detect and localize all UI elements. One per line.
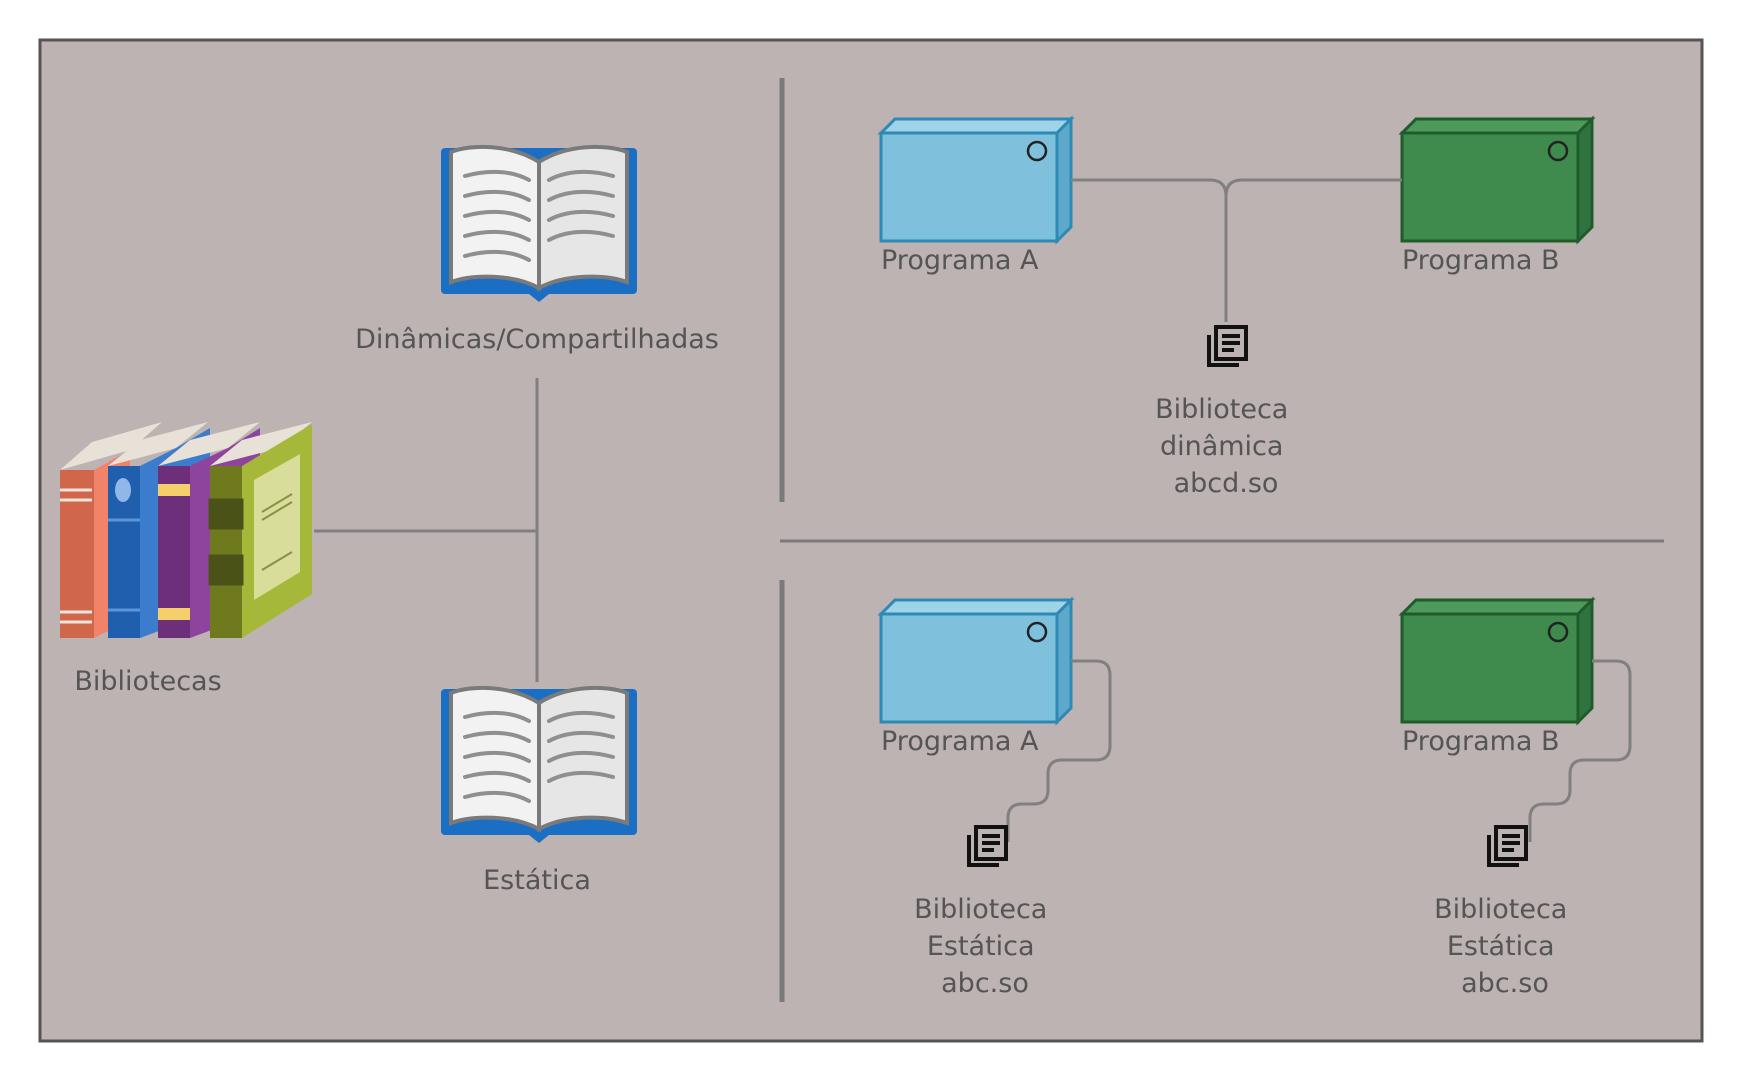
static-program-b-label: Programa B [1402, 726, 1560, 757]
libraries-label: Bibliotecas [74, 666, 221, 697]
dyn-connector [1071, 178, 1402, 322]
static-label: Estática [483, 865, 591, 896]
dyn-library-label: Biblioteca dinâmica abcd.so [1155, 394, 1297, 499]
book-stack-icon [60, 422, 312, 638]
program-b-server-icon [1400, 598, 1594, 724]
open-book-icon [439, 685, 639, 845]
static-connector-b [1528, 659, 1632, 842]
static-library-a-label: Biblioteca Estática abc.so [914, 894, 1056, 999]
static-library-b-label: Biblioteca Estática abc.so [1434, 894, 1576, 999]
static-connector-a [1006, 659, 1112, 842]
program-a-server-icon [879, 598, 1073, 724]
open-book-icon [439, 144, 639, 304]
program-b-server-icon [1400, 117, 1594, 243]
dyn-program-b-label: Programa B [1402, 245, 1560, 276]
tree-connectors [314, 378, 539, 682]
dyn-program-a-label: Programa A [881, 245, 1039, 276]
static-program-a-label: Programa A [881, 726, 1039, 757]
dynamic-label: Dinâmicas/Compartilhadas [355, 324, 719, 355]
program-a-server-icon [879, 117, 1073, 243]
